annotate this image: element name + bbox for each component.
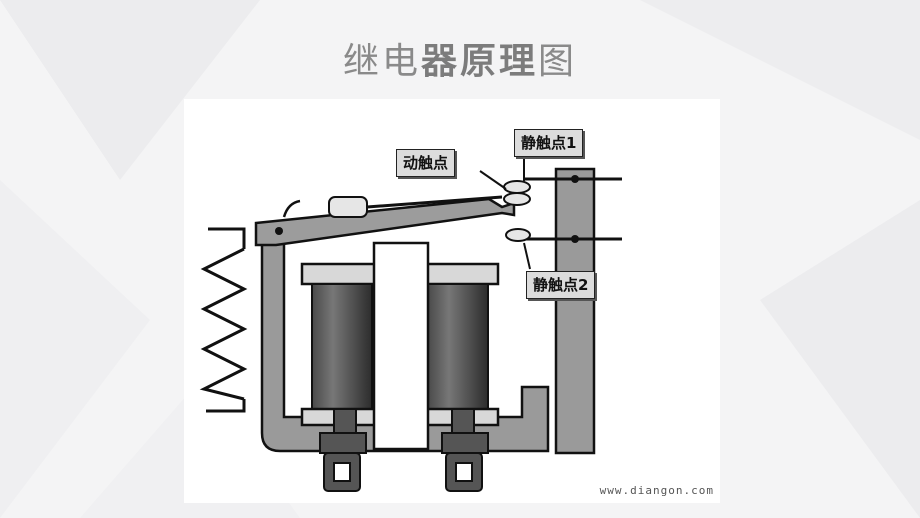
relay-diagram: 动触点 静触点1 静触点2 www.diangon.com [184, 99, 720, 503]
spring [199, 227, 248, 413]
coil-terminals [319, 408, 489, 492]
yoke [260, 239, 550, 453]
leader-lines [479, 155, 531, 270]
watermark: www.diangon.com [599, 484, 714, 497]
coil [300, 241, 500, 451]
static-contact-2 [505, 228, 531, 242]
label-static-contact-2: 静触点2 [526, 271, 596, 299]
armature [254, 195, 516, 247]
page-title: 继电器原理图 [342, 41, 578, 82]
label-moving-contact: 动触点 [396, 149, 456, 177]
contact-bar [524, 167, 622, 455]
moving-contact [503, 180, 531, 206]
label-static-contact-1: 静触点1 [514, 129, 584, 157]
relay-drawing [199, 155, 622, 492]
